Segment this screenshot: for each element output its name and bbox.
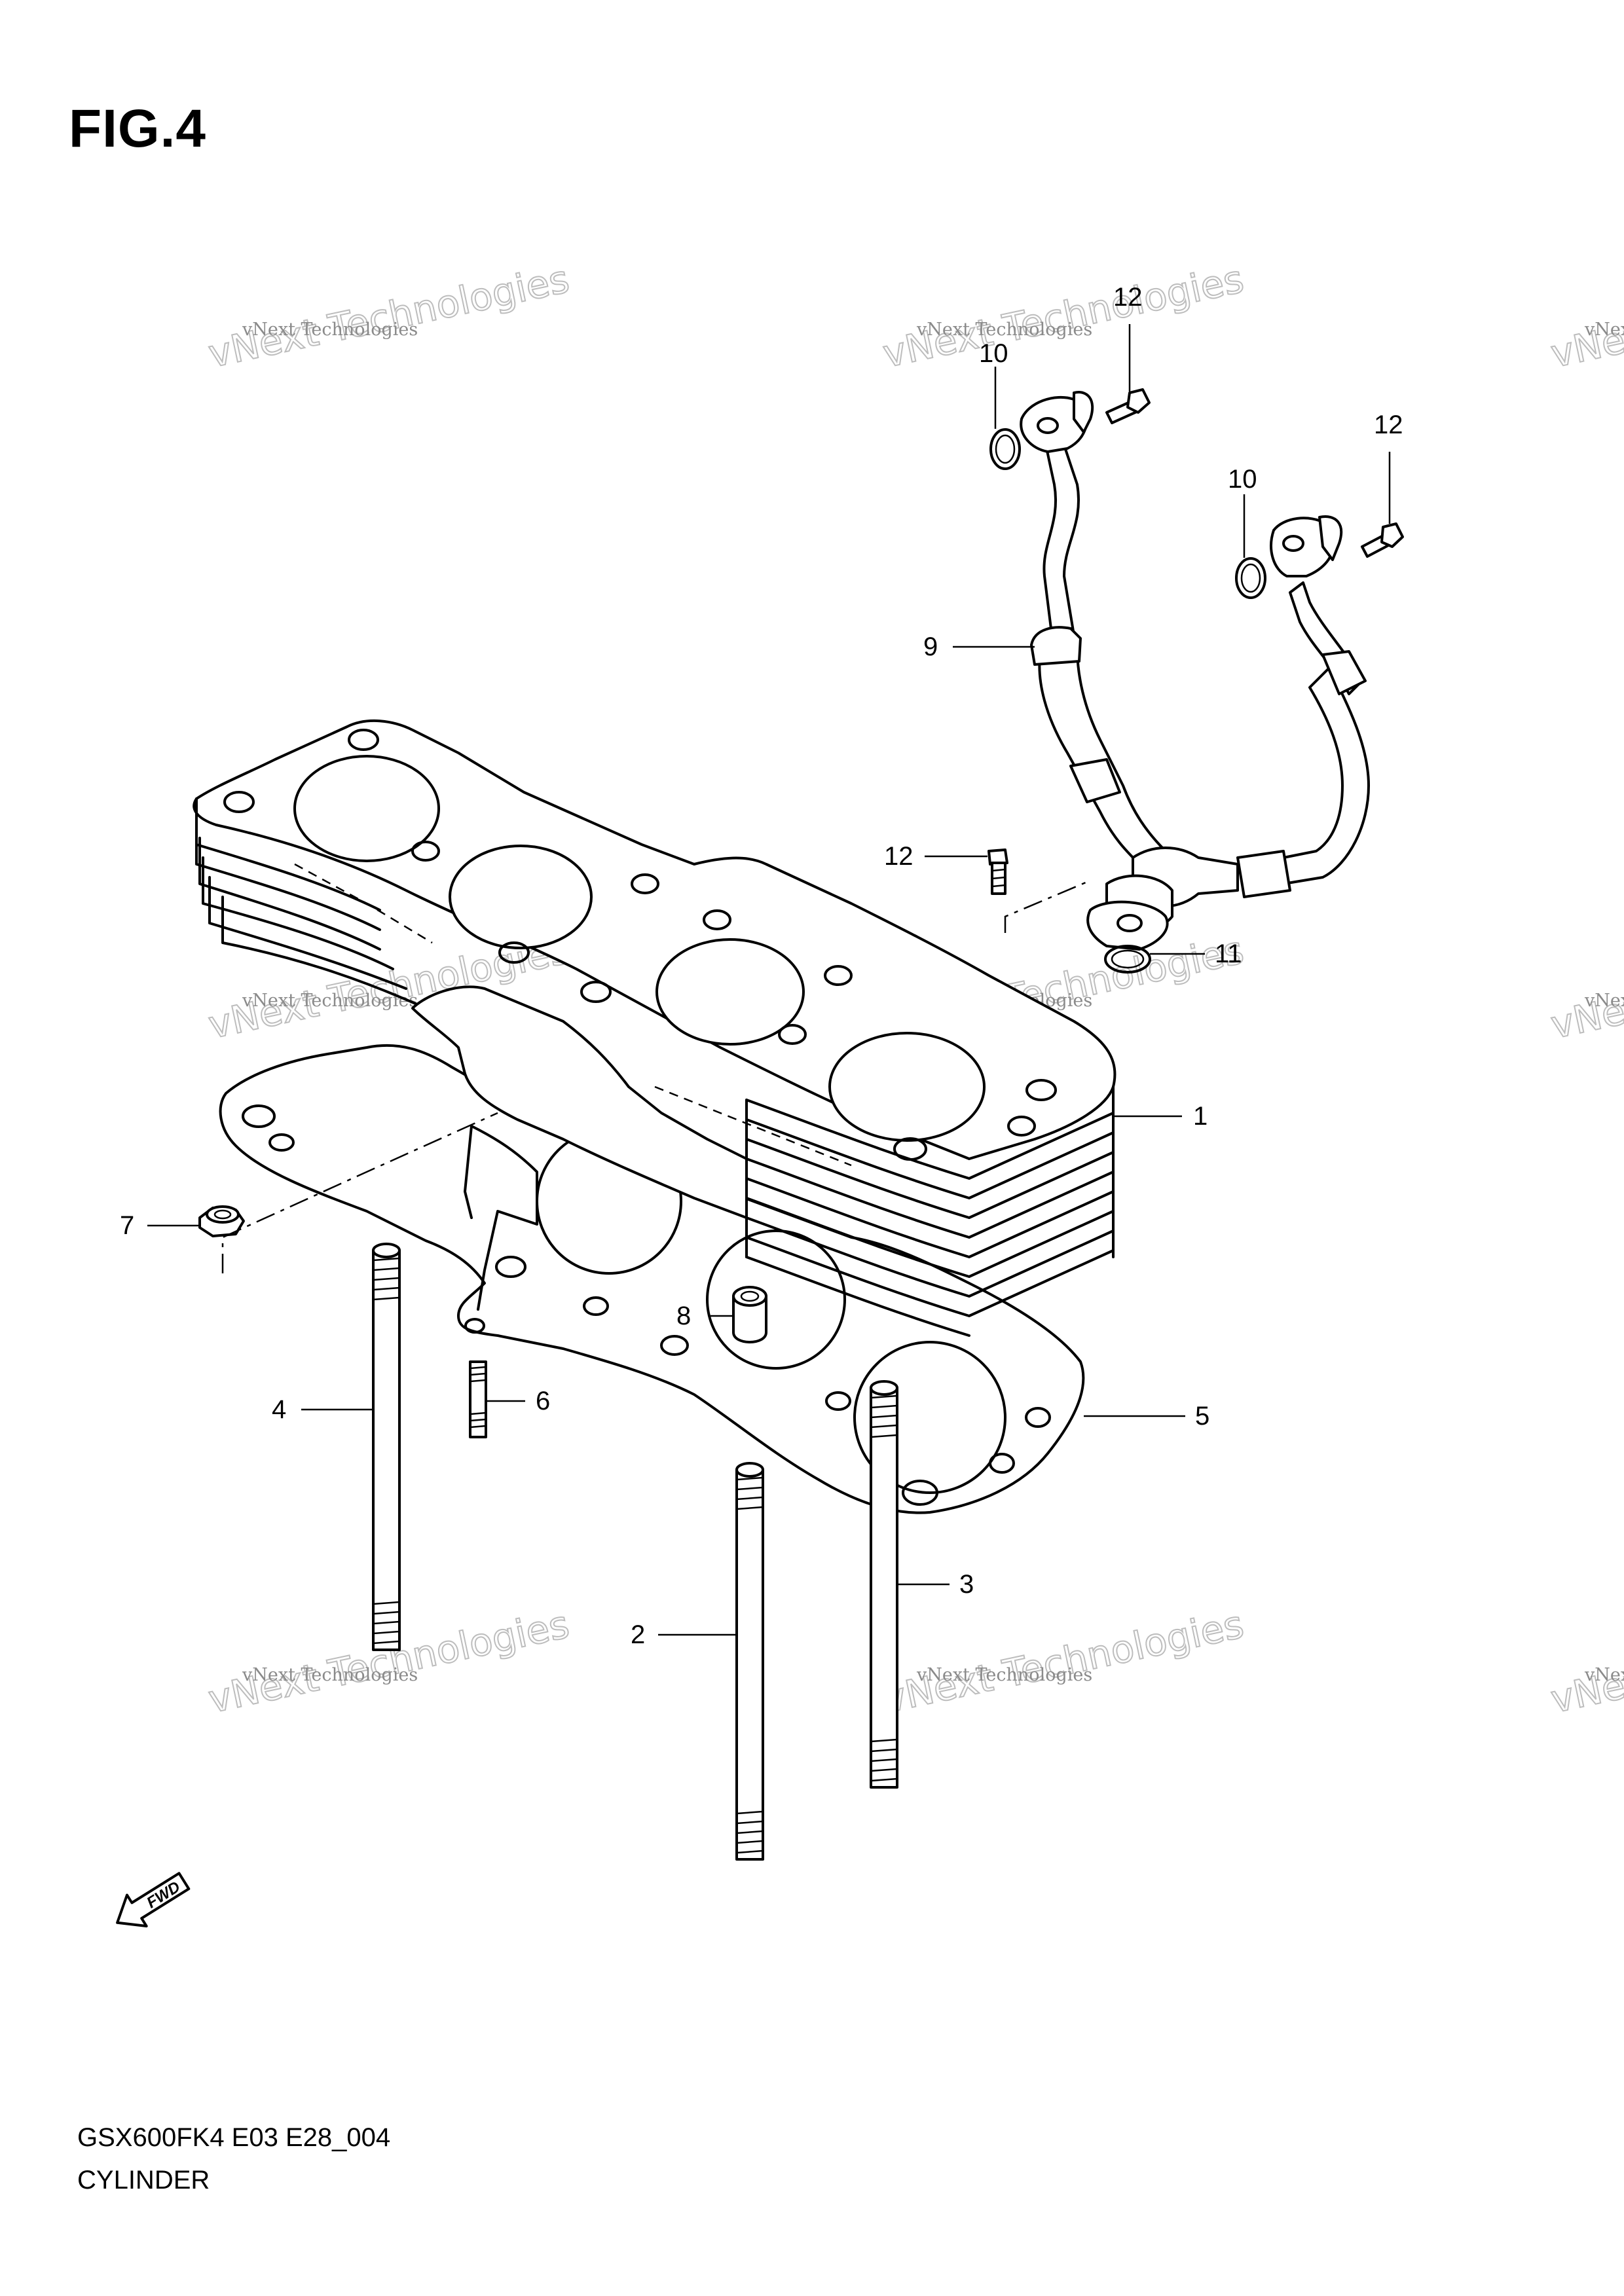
callout-number: 12 xyxy=(884,842,913,871)
watermark-large: vNext Technologies xyxy=(879,1602,1247,1722)
figure-title: FIG.4 xyxy=(69,99,207,158)
callout-12-right: 12 xyxy=(1374,410,1403,524)
stud-6 xyxy=(469,1360,487,1438)
watermark-large: vNext Technologies xyxy=(879,257,1247,376)
watermark-large: vNext Technologies xyxy=(1547,928,1624,1048)
callout-10-left: 10 xyxy=(979,339,1008,429)
callout-2: 2 xyxy=(631,1620,737,1649)
callout-number: 8 xyxy=(676,1302,691,1330)
cylinder-block xyxy=(193,720,1116,1337)
callout-number: 12 xyxy=(1113,283,1143,312)
bolt-12-right xyxy=(1361,522,1404,558)
watermark-large: vNext Technologies xyxy=(205,257,573,376)
callout-number: 9 xyxy=(923,632,938,661)
callout-number: 6 xyxy=(536,1387,550,1415)
callout-6: 6 xyxy=(486,1387,550,1415)
callout-3: 3 xyxy=(897,1570,974,1599)
model-code: GSX600FK4 E03 E28_004 xyxy=(77,2123,391,2152)
watermark-small: vNext Technologies xyxy=(242,319,418,340)
callout-number: 3 xyxy=(959,1570,974,1599)
callout-number: 1 xyxy=(1193,1102,1208,1131)
dowel-pin-8 xyxy=(732,1286,767,1343)
callout-8: 8 xyxy=(676,1302,733,1330)
watermark-large: vNext Technologies xyxy=(1547,257,1624,376)
bolt-12-top xyxy=(1105,388,1151,424)
callout-number: 5 xyxy=(1195,1402,1209,1430)
stud-bolt-4 xyxy=(372,1243,401,1651)
callout-5: 5 xyxy=(1084,1402,1209,1430)
callout-number: 10 xyxy=(1228,465,1257,494)
watermark-large: vNext Technologies xyxy=(1547,1602,1624,1722)
o-ring-10-left xyxy=(989,428,1021,470)
callout-12-mid: 12 xyxy=(884,842,987,871)
callout-number: 10 xyxy=(979,339,1008,368)
callout-number: 2 xyxy=(631,1620,645,1649)
callout-number: 4 xyxy=(272,1395,286,1424)
watermark-small: vNext Technologies xyxy=(1584,991,1624,1011)
watermark-small: vNext Technologies xyxy=(1584,319,1624,340)
bolt-12-mid xyxy=(987,848,1008,895)
watermark-small: vNext Technologies xyxy=(242,1665,418,1685)
callout-7: 7 xyxy=(120,1211,200,1240)
forward-direction-arrow: FWD xyxy=(116,1872,191,1927)
callout-11: 11 xyxy=(1150,939,1242,968)
callout-1: 1 xyxy=(1113,1102,1208,1131)
nut-7 xyxy=(198,1205,245,1237)
assembly-centerlines xyxy=(221,879,1091,1273)
callout-10-right: 10 xyxy=(1228,465,1257,558)
callout-9: 9 xyxy=(923,632,1035,661)
o-ring-10-right xyxy=(1235,557,1266,599)
watermark-small: vNext Technologies xyxy=(916,319,1092,340)
callout-4: 4 xyxy=(272,1395,373,1424)
stud-bolt-3 xyxy=(870,1380,898,1789)
callout-12-top: 12 xyxy=(1113,283,1143,392)
callout-number: 11 xyxy=(1215,939,1242,968)
callout-number: 12 xyxy=(1374,410,1403,439)
callout-number: 7 xyxy=(120,1211,134,1240)
group-name: CYLINDER xyxy=(77,2166,210,2195)
o-ring-11 xyxy=(1104,945,1151,974)
oil-hose-assembly xyxy=(1020,391,1370,951)
stud-bolt-2 xyxy=(735,1462,764,1861)
watermark-small: vNext Technologies xyxy=(1584,1665,1624,1685)
watermark-small: vNext Technologies xyxy=(242,991,418,1011)
watermark-small: vNext Technologies xyxy=(916,1665,1092,1685)
